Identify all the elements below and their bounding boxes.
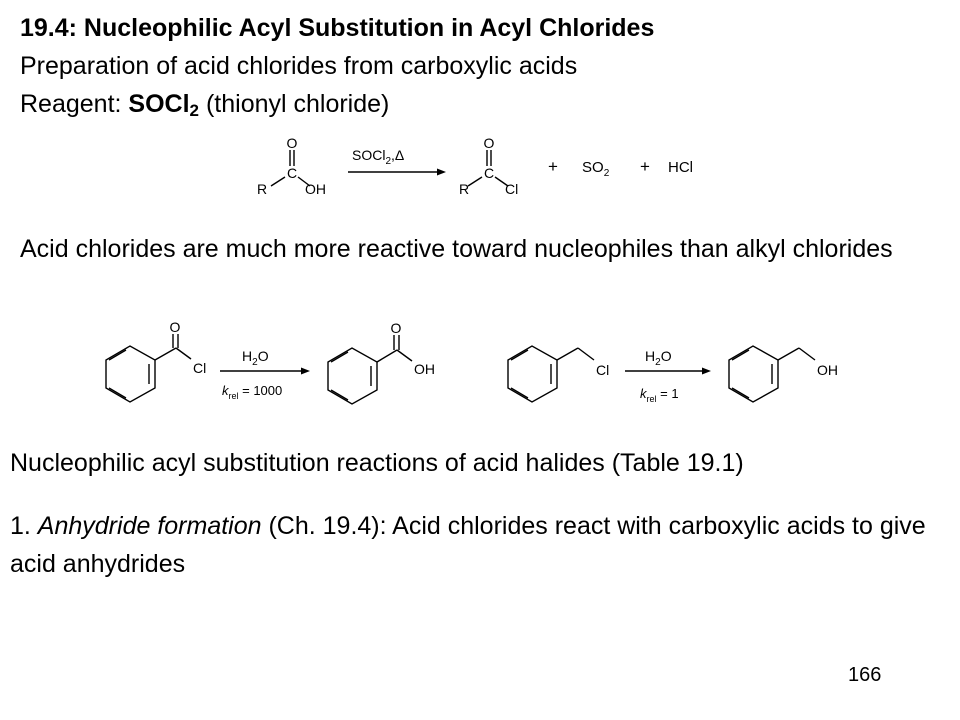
benzoic-acid-structure: O OH bbox=[327, 320, 435, 405]
reagent-name: (thionyl chloride) bbox=[199, 90, 390, 118]
reagent-formula-main: SOCl bbox=[128, 90, 190, 118]
reaction-arrow-2: H2O krel = 1000 bbox=[220, 348, 310, 401]
acid-hydroxyl: OH bbox=[305, 181, 326, 197]
benzoic-acid-oh: OH bbox=[414, 361, 435, 377]
item-1-text: (Ch. 19.4): Acid chlorides react with ca… bbox=[10, 512, 926, 578]
item-1-number: 1. bbox=[10, 512, 38, 540]
reactivity-statement: Acid chlorides are much more reactive to… bbox=[20, 235, 893, 263]
benzyl-alcohol-oh: OH bbox=[817, 362, 838, 378]
item-1-italic-term: Anhydride formation bbox=[37, 512, 262, 540]
arrow-3-reagent-sub: 2 bbox=[655, 357, 661, 368]
so2-sub: 2 bbox=[604, 168, 610, 179]
reagent-label: Reagent: bbox=[20, 90, 129, 118]
hydrogen-chloride: HCl bbox=[668, 159, 693, 176]
so2-main: SO bbox=[582, 159, 604, 176]
item-1-anhydride-formation: 1. Anhydride formation (Ch. 19.4): Acid … bbox=[10, 507, 940, 583]
k-label-1: k bbox=[222, 383, 230, 398]
arrow-3-reagent-o: O bbox=[661, 348, 672, 364]
benzoyl-chloride-cl: Cl bbox=[193, 360, 206, 376]
reagent-line: Reagent: SOCl2 (thionyl chloride) bbox=[20, 90, 389, 121]
arrow-3-reagent: H2O bbox=[645, 348, 672, 368]
arrow-reagent-sub: 2 bbox=[385, 156, 391, 167]
arrow-2-reagent: H2O bbox=[242, 348, 269, 368]
reaction-arrow-3: H2O krel = 1 bbox=[625, 348, 711, 404]
reagent-formula: SOCl2 bbox=[128, 90, 200, 120]
page-number: 166 bbox=[848, 664, 882, 686]
arrow-2-reagent-h: H bbox=[242, 348, 252, 364]
reaction-arrow-1: SOCl2,Δ bbox=[348, 147, 446, 176]
acid-r-group: R bbox=[257, 181, 267, 197]
arrow-reagent-main: SOCl bbox=[352, 147, 385, 163]
slide-title: 19.4: Nucleophilic Acyl Substitution in … bbox=[20, 14, 655, 42]
benzoyl-chloride-o: O bbox=[170, 319, 181, 335]
arrow-3-reagent-h: H bbox=[645, 348, 655, 364]
benzoyl-chloride-structure: O Cl bbox=[105, 319, 206, 403]
product-chlorine: Cl bbox=[505, 181, 518, 197]
arrow-2-reagent-o: O bbox=[258, 348, 269, 364]
k-value-1: = 1000 bbox=[239, 383, 283, 398]
plus-sign-1: + bbox=[548, 157, 558, 176]
plus-sign-2: + bbox=[640, 157, 650, 176]
k-sub-1: rel bbox=[229, 391, 239, 401]
acid-carbonyl-o: O bbox=[287, 135, 298, 151]
product-carbonyl-o: O bbox=[484, 135, 495, 151]
k-label-2: k bbox=[640, 386, 648, 401]
carboxylic-acid-structure: O C R OH bbox=[257, 135, 326, 197]
rate-constant-1000: krel = 1000 bbox=[222, 383, 282, 401]
product-carbon: C bbox=[484, 165, 494, 181]
sulfur-dioxide: SO2 bbox=[582, 159, 610, 179]
rate-constant-1: krel = 1 bbox=[640, 386, 679, 404]
arrow-2-reagent-sub: 2 bbox=[252, 357, 258, 368]
benzyl-alcohol-structure: OH bbox=[728, 345, 838, 403]
k-sub-2: rel bbox=[647, 394, 657, 404]
k-value-2: = 1 bbox=[657, 386, 679, 401]
product-r-group: R bbox=[459, 181, 469, 197]
acid-carbon: C bbox=[287, 165, 297, 181]
benzoic-acid-o: O bbox=[391, 320, 402, 336]
benzyl-chloride-structure: Cl bbox=[507, 345, 609, 403]
reagent-formula-sub: 2 bbox=[189, 101, 200, 120]
section-subtitle: Preparation of acid chlorides from carbo… bbox=[20, 52, 578, 80]
reactions-heading: Nucleophilic acyl substitution reactions… bbox=[10, 449, 744, 477]
arrow-reagent-cond: ,Δ bbox=[391, 147, 404, 163]
arrow-reagent: SOCl2,Δ bbox=[352, 147, 404, 167]
acid-chloride-structure: O C R Cl bbox=[459, 135, 518, 197]
benzyl-chloride-cl: Cl bbox=[596, 362, 609, 378]
